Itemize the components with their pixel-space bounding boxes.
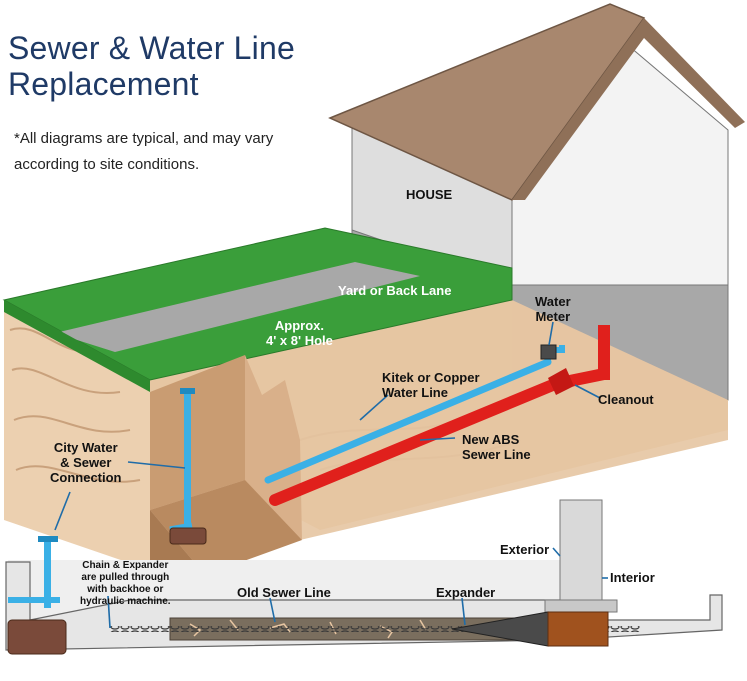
water-line-label-line-2: Water Line — [382, 385, 448, 400]
callout-sewer-line — [419, 437, 456, 441]
section-water-riser — [44, 540, 51, 608]
callout-chain — [107, 595, 111, 629]
chain-note-line-2: are pulled through — [81, 572, 170, 583]
soil-strata — [9, 327, 521, 483]
exterior-label: Exterior — [500, 542, 550, 557]
callout-expander — [461, 597, 466, 626]
sewer-line-label: New ABS Sewer Line — [462, 432, 531, 462]
hole-label-line-1: Approx. — [274, 318, 324, 333]
callout-old-sewer — [269, 597, 276, 623]
callout-meter — [548, 321, 554, 346]
city-water-riser — [184, 392, 191, 527]
disclaimer-note: *All diagrams are typical, and may vary … — [14, 130, 274, 173]
city-connection-label: City Water & Sewer Connection — [50, 440, 122, 485]
yard-label: Yard or Back Lane — [338, 283, 452, 298]
cleanout-fitting — [548, 368, 574, 395]
exterior-wall — [559, 499, 603, 611]
house-label: HOUSE — [406, 187, 453, 202]
water-meter-box — [540, 344, 557, 360]
interior-label: Interior — [610, 570, 655, 585]
old-sewer-label: Old Sewer Line — [237, 585, 331, 600]
house-roof-gable — [512, 18, 745, 200]
water-line-label: Kitek or Copper Water Line — [382, 370, 480, 400]
title-line-1: Sewer & Water Line — [8, 30, 295, 66]
new-pipe-interior — [547, 611, 609, 647]
cleanout-label: Cleanout — [598, 392, 654, 407]
water-line — [264, 358, 552, 484]
expander-label: Expander — [436, 585, 496, 600]
city-connection-label-line-2: & Sewer — [60, 455, 112, 470]
city-connection-label-line-1: City Water — [53, 440, 118, 455]
sewer-line-label-line-2: Sewer Line — [462, 447, 531, 462]
grass-front-edge — [4, 300, 150, 392]
sewer-line-label-line-1: New ABS — [462, 432, 520, 447]
page-title: Sewer & Water Line Replacement — [8, 30, 295, 102]
callout-lines — [54, 321, 608, 629]
yard-surface — [2, 227, 513, 392]
water-meter-label-line-2: Meter — [535, 309, 571, 324]
callout-city-lower — [54, 491, 71, 531]
title-line-2: Replacement — [8, 66, 199, 102]
city-connection-pipe — [7, 619, 67, 655]
back-lane-strip — [55, 262, 420, 352]
chain-note-line-3: with backhoe or — [87, 584, 164, 595]
city-connection-label-line-3: Connection — [50, 470, 122, 485]
city-water-cap — [180, 388, 195, 394]
cross-section — [5, 499, 723, 655]
new-sewer-line — [269, 376, 566, 506]
section-water-cap — [38, 536, 58, 542]
wall-footing — [544, 599, 618, 613]
cleanout-riser — [598, 325, 610, 380]
water-line-label-line-1: Kitek or Copper — [382, 370, 480, 385]
callout-water-line — [359, 394, 389, 421]
water-meter-label: Water Meter — [535, 294, 571, 324]
hole-label: Approx. 4' x 8' Hole — [266, 318, 333, 348]
callout-exterior — [552, 547, 561, 557]
hole-left-wall — [150, 355, 245, 510]
city-sewer-stub — [169, 527, 207, 545]
pipes — [169, 325, 610, 545]
water-meter-label-line-1: Water — [535, 294, 571, 309]
callout-cleanout — [574, 384, 601, 399]
chain-note-line-4: hydraulic machine. — [80, 596, 171, 607]
chain — [110, 626, 640, 632]
chain-note-line-1: Chain & Expander — [82, 560, 169, 571]
chain-expander-note: Chain & Expander are pulled through with… — [80, 560, 171, 608]
hole-label-line-2: 4' x 8' Hole — [266, 333, 333, 348]
callout-city — [127, 461, 186, 469]
